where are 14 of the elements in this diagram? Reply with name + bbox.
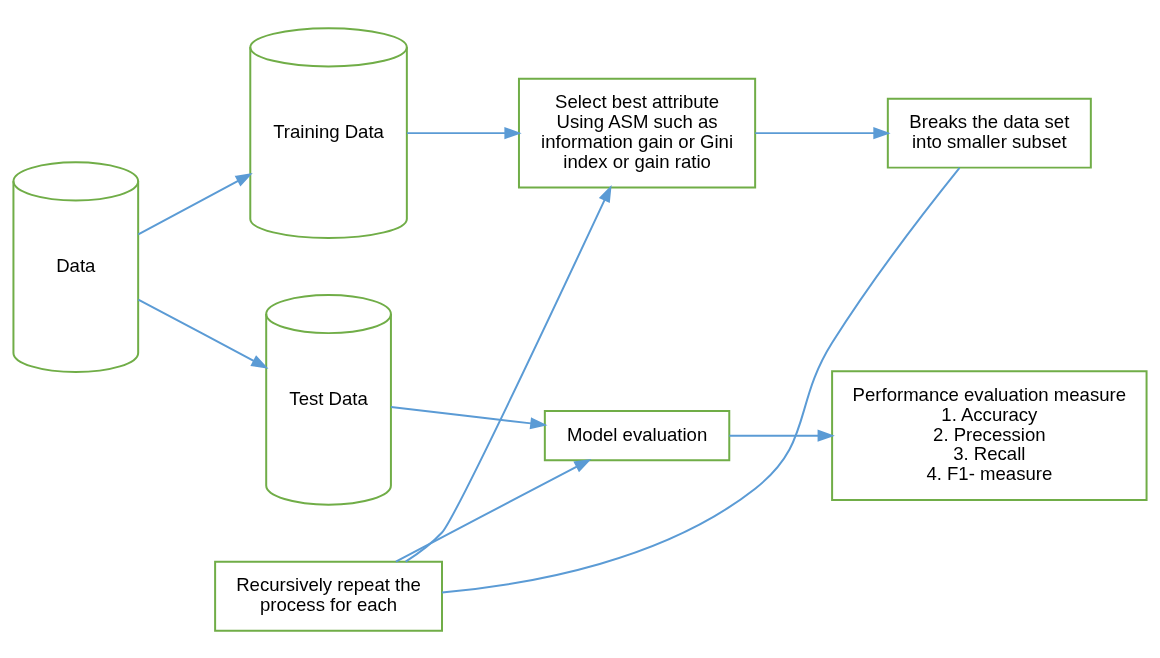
arrow [137, 172, 253, 235]
node-box: Breaks the data set into smaller subset [886, 97, 1092, 169]
arrow [754, 126, 891, 139]
node-box: Select best attribute Using ASM such as information gain or Gini index or gain ratio [517, 77, 757, 189]
node-box: Recursively repeat the process for each [214, 560, 443, 632]
arrow [728, 429, 835, 442]
arrow [137, 298, 269, 369]
arrow [394, 458, 592, 563]
arrow [404, 184, 612, 563]
connector [441, 166, 961, 593]
arrow [390, 405, 548, 429]
arrow [406, 126, 522, 139]
node-box: Performance evaluation measure 1. Accuracy 2. Precession 3. Recall 4. F1- measure [831, 369, 1148, 501]
node-box: Model evaluation [543, 409, 731, 461]
